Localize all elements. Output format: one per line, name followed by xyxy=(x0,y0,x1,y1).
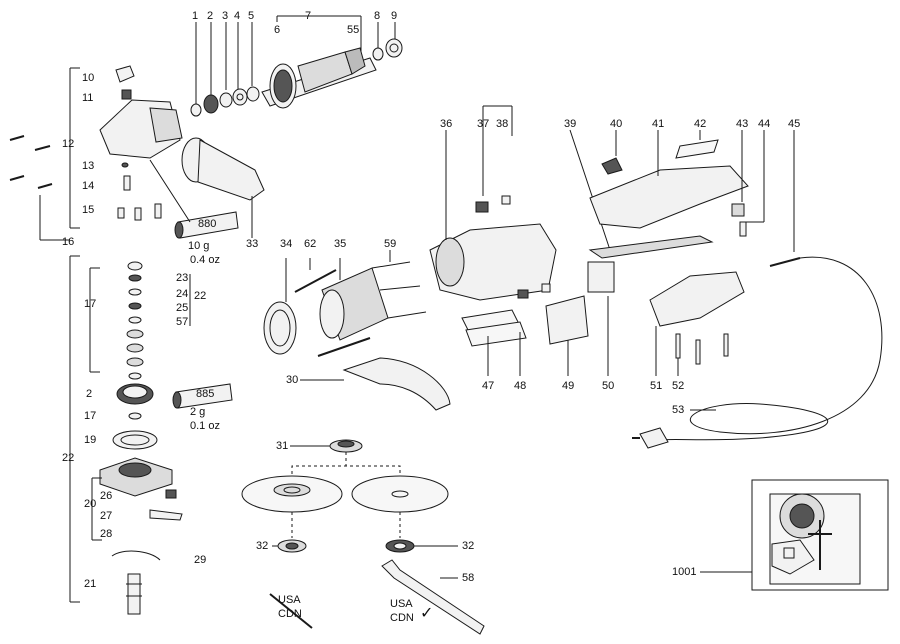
callout-2b: 2 xyxy=(86,388,93,400)
callout-52: 52 xyxy=(672,380,685,392)
callout-43: 43 xyxy=(736,118,749,130)
callout-50: 50 xyxy=(602,380,615,392)
callout-34: 34 xyxy=(280,238,293,250)
callout-13: 13 xyxy=(82,160,95,172)
handle-shells-group xyxy=(569,129,765,376)
callout-41: 41 xyxy=(652,118,665,130)
callout-3: 3 xyxy=(222,10,229,22)
callout-24: 24 xyxy=(176,288,189,300)
callout-45: 45 xyxy=(788,118,801,130)
callout-17b: 17 xyxy=(84,410,97,422)
callout-11: 11 xyxy=(82,92,94,104)
spindle-stack-group xyxy=(69,255,233,615)
callout-42: 42 xyxy=(694,118,707,130)
callout-17a: 17 xyxy=(84,298,97,310)
callout-28: 28 xyxy=(100,528,113,540)
motor-stator-group xyxy=(263,250,427,357)
callout-1: 1 xyxy=(192,10,199,22)
callout-51: 51 xyxy=(650,380,663,392)
tube-880-brand: 880 xyxy=(198,218,217,230)
callout-38: 38 xyxy=(496,118,509,130)
callout-20: 20 xyxy=(84,498,97,510)
callout-6: 6 xyxy=(274,24,281,36)
callout-12: 12 xyxy=(62,138,75,150)
callout-31: 31 xyxy=(276,440,289,452)
armature-shaft-group xyxy=(190,15,403,117)
callout-59: 59 xyxy=(384,238,397,250)
callout-16: 16 xyxy=(62,236,75,248)
callout-30: 30 xyxy=(286,374,299,386)
callout-44: 44 xyxy=(758,118,771,130)
inset-detail-1001 xyxy=(700,479,889,591)
callout-15: 15 xyxy=(82,204,95,216)
gear-housing-group xyxy=(9,65,239,241)
callout-36: 36 xyxy=(440,118,453,130)
callout-58: 58 xyxy=(462,572,475,584)
usa-cdn-cross xyxy=(269,593,313,629)
callout-62: 62 xyxy=(304,238,317,250)
usa-right: USA xyxy=(390,598,413,610)
side-handle xyxy=(181,137,265,238)
guard-and-discs-group xyxy=(241,357,485,635)
callout-14: 14 xyxy=(82,180,95,192)
callout-26: 26 xyxy=(100,490,113,502)
callout-37: 37 xyxy=(477,118,490,130)
callout-32b: 32 xyxy=(462,540,475,552)
callout-4: 4 xyxy=(234,10,241,22)
callout-55: 55 xyxy=(347,24,360,36)
callout-21: 21 xyxy=(84,578,97,590)
callout-35: 35 xyxy=(334,238,347,250)
cdn-left: CDN xyxy=(278,608,302,620)
tube-880-weight-oz: 0.4 oz xyxy=(190,254,220,266)
callout-22b: 22 xyxy=(62,452,75,464)
tube-885-weight-g: 2 g xyxy=(190,406,206,418)
usa-left: USA xyxy=(278,594,301,606)
callout-19: 19 xyxy=(84,434,97,446)
callout-22: 22 xyxy=(194,290,207,302)
tube-885-brand: 885 xyxy=(196,388,215,400)
callout-49: 49 xyxy=(562,380,575,392)
callout-9: 9 xyxy=(391,10,398,22)
callout-39: 39 xyxy=(564,118,577,130)
check-mark-icon: ✓ xyxy=(420,605,434,622)
motor-housing-group xyxy=(429,105,615,376)
callout-23: 23 xyxy=(176,272,189,284)
callout-40: 40 xyxy=(610,118,623,130)
callout-2: 2 xyxy=(207,10,214,22)
tube-880-weight-g: 10 g xyxy=(188,240,210,252)
callout-7: 7 xyxy=(305,10,312,22)
cdn-right: CDN xyxy=(390,612,414,624)
callout-57: 57 xyxy=(176,316,189,328)
power-cord xyxy=(632,130,883,449)
callout-1001: 1001 xyxy=(672,566,697,578)
callout-53: 53 xyxy=(672,404,685,416)
callout-47: 47 xyxy=(482,380,495,392)
callout-29: 29 xyxy=(194,554,207,566)
callout-5: 5 xyxy=(248,10,255,22)
callout-32a: 32 xyxy=(256,540,269,552)
callout-8: 8 xyxy=(374,10,381,22)
tube-885-weight-oz: 0.1 oz xyxy=(190,420,220,432)
callout-10: 10 xyxy=(82,72,95,84)
callout-25: 25 xyxy=(176,302,189,314)
callout-27: 27 xyxy=(100,510,113,522)
callout-33: 33 xyxy=(246,238,259,250)
callout-48: 48 xyxy=(514,380,527,392)
